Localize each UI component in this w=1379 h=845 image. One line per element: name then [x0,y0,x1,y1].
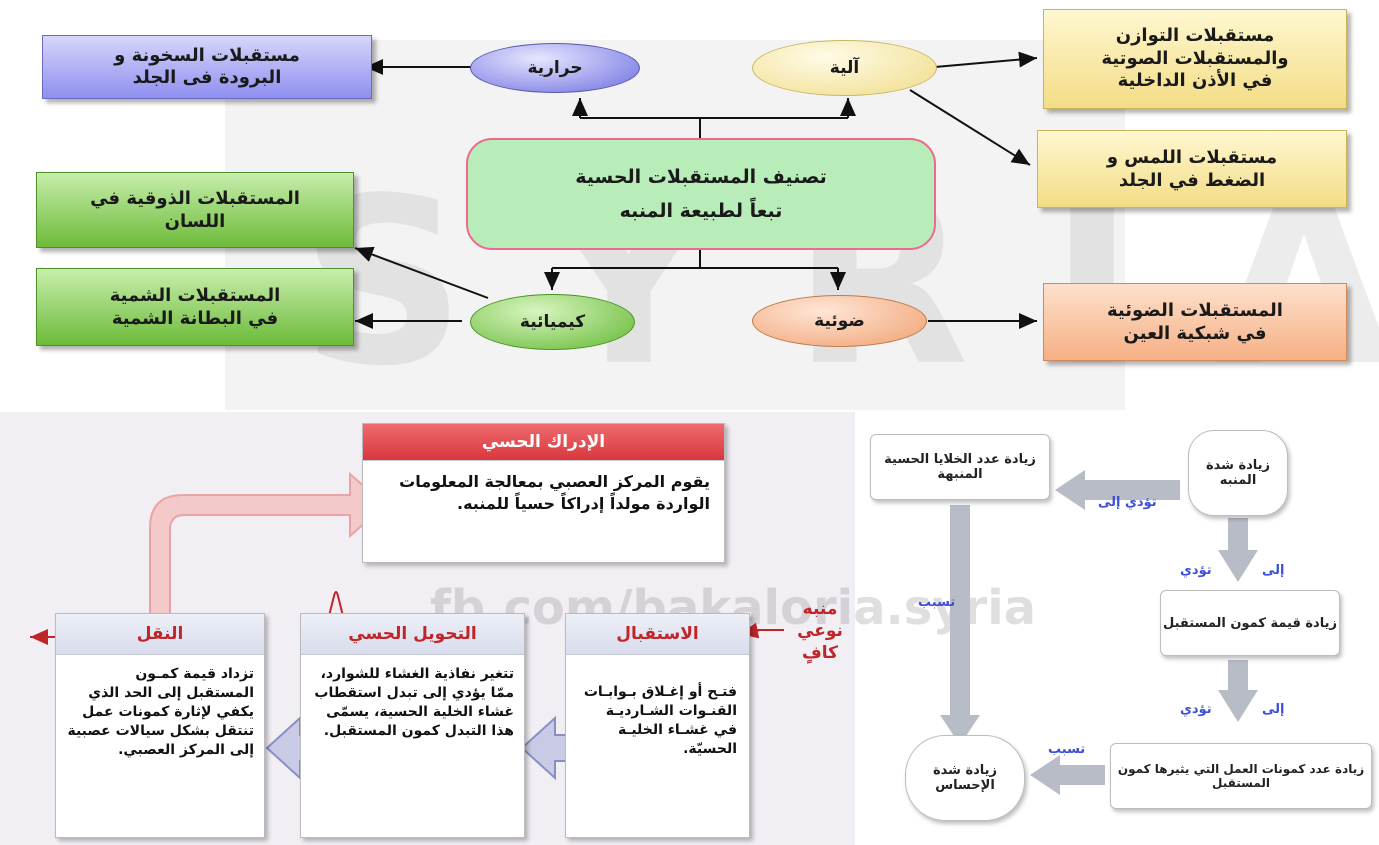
optical-node: ضوئية [752,295,927,347]
increase-action-box: زيادة عدد كمونات العمل التي يثيرها كمون … [1110,743,1372,809]
retina-receptors-box: المستقبلات الضوئية في شبكية العين [1043,283,1347,361]
transmission-text: تزداد قيمة كمـون المستقبل إلى الحد الذي … [67,666,254,758]
chemical-node: كيميائية [470,294,635,350]
reception-card: الاستقبال فتـح أو إغـلاق بـوابـات القنـو… [565,613,750,838]
transmission-title: النقل [56,614,264,655]
optical-label: ضوئية [814,311,865,331]
mechanical-node: آلية [752,40,937,96]
increase-sensation-label: زيادة شدة الإحساس [932,763,998,793]
classification-center-box: تصنيف المستقبلات الحسية تبعاً لطبيعة الم… [466,138,936,250]
thermal-node: حرارية [470,43,640,93]
mechanical-label: آلية [829,58,860,78]
smell-receptors-box: المستقبلات الشمية في البطانة الشمية [36,268,354,346]
increase-cells-label: زيادة عدد الخلايا الحسية المنبهة [884,452,1036,482]
touch-line1: مستقبلات اللمس و [1106,146,1278,168]
leads-to-label-2b: إلى [1262,563,1285,578]
stimulus-line3: كافٍ [801,643,839,664]
increase-stimulus-box: زيادة شدة المنبه [1188,430,1288,516]
chemical-label: كيميائية [519,312,586,332]
retina-line1: المستقبلات الضوئية [1107,299,1283,321]
leads-to-label-3b: إلى [1262,702,1285,717]
stimulus-line1: منبه [802,599,838,619]
hot-cold-line2: البرودة فى الجلد [132,67,282,88]
causes-label-2: تسبب [1048,742,1086,757]
retina-line2: في شبكية العين [1123,323,1267,344]
stimulus-line2: نوعي [797,621,843,642]
increase-stimulus-label: زيادة شدة المنبه [1205,458,1271,488]
taste-line2: اللسان [164,211,226,232]
reception-text: فتـح أو إغـلاق بـوابـات القنـوات الشـارد… [583,684,737,757]
increase-sensation-box: زيادة شدة الإحساس [905,735,1025,821]
touch-line2: الضغط في الجلد [1118,170,1266,191]
increase-action-label: زيادة عدد كمونات العمل التي يثيرها كمون … [1117,762,1365,790]
reception-title: الاستقبال [566,614,749,655]
taste-receptors-box: المستقبلات الذوقية في اللسان [36,172,354,248]
leads-to-label-1: تؤدي إلى [1098,495,1157,510]
leads-to-label-3a: تؤدي [1180,702,1212,717]
perception-text: يقوم المركز العصبي بمعالجة المعلومات الو… [399,472,710,513]
balance-line2: والمستقبلات الصوتية [1101,47,1289,69]
transduction-title: التحويل الحسي [301,614,524,655]
increase-potential-label: زيادة قيمة كمون المستقبل [1163,615,1337,631]
transmission-card: النقل تزداد قيمة كمـون المستقبل إلى الحد… [55,613,265,838]
hot-cold-receptors-box: مستقبلات السخونة و البرودة فى الجلد [42,35,372,99]
thermal-label: حرارية [527,58,583,78]
leads-to-label-2a: تؤدي [1180,563,1212,578]
increase-cells-box: زيادة عدد الخلايا الحسية المنبهة [870,434,1050,500]
perception-card: الإدراك الحسي يقوم المركز العصبي بمعالجة… [362,423,725,563]
transduction-card: التحويل الحسي تتغير نفاذية الغشاء للشوار… [300,613,525,838]
transduction-text: تتغير نفاذية الغشاء للشوارد، ممّا يؤدي إ… [314,666,514,739]
classification-title: تصنيف المستقبلات الحسية [575,166,827,188]
balance-line3: في الأذن الداخلية [1117,70,1273,92]
touch-receptors-box: مستقبلات اللمس و الضغط في الجلد [1037,130,1347,208]
smell-line2: في البطانة الشمية [111,308,279,329]
stimulus-label: منبه نوعي كافٍ [790,598,850,664]
causes-label-1: تسبب [918,595,956,610]
hot-cold-line1: مستقبلات السخونة و [114,44,300,66]
increase-potential-box: زيادة قيمة كمون المستقبل [1160,590,1340,656]
balance-receptors-box: مستقبلات التوازن والمستقبلات الصوتية في … [1043,9,1347,109]
perception-title: الإدراك الحسي [363,424,724,461]
smell-line1: المستقبلات الشمية [109,284,281,306]
balance-line1: مستقبلات التوازن [1115,25,1275,47]
taste-line1: المستقبلات الذوقية في [90,187,300,209]
classification-subtitle: تبعاً لطبيعة المنبه [619,200,783,222]
